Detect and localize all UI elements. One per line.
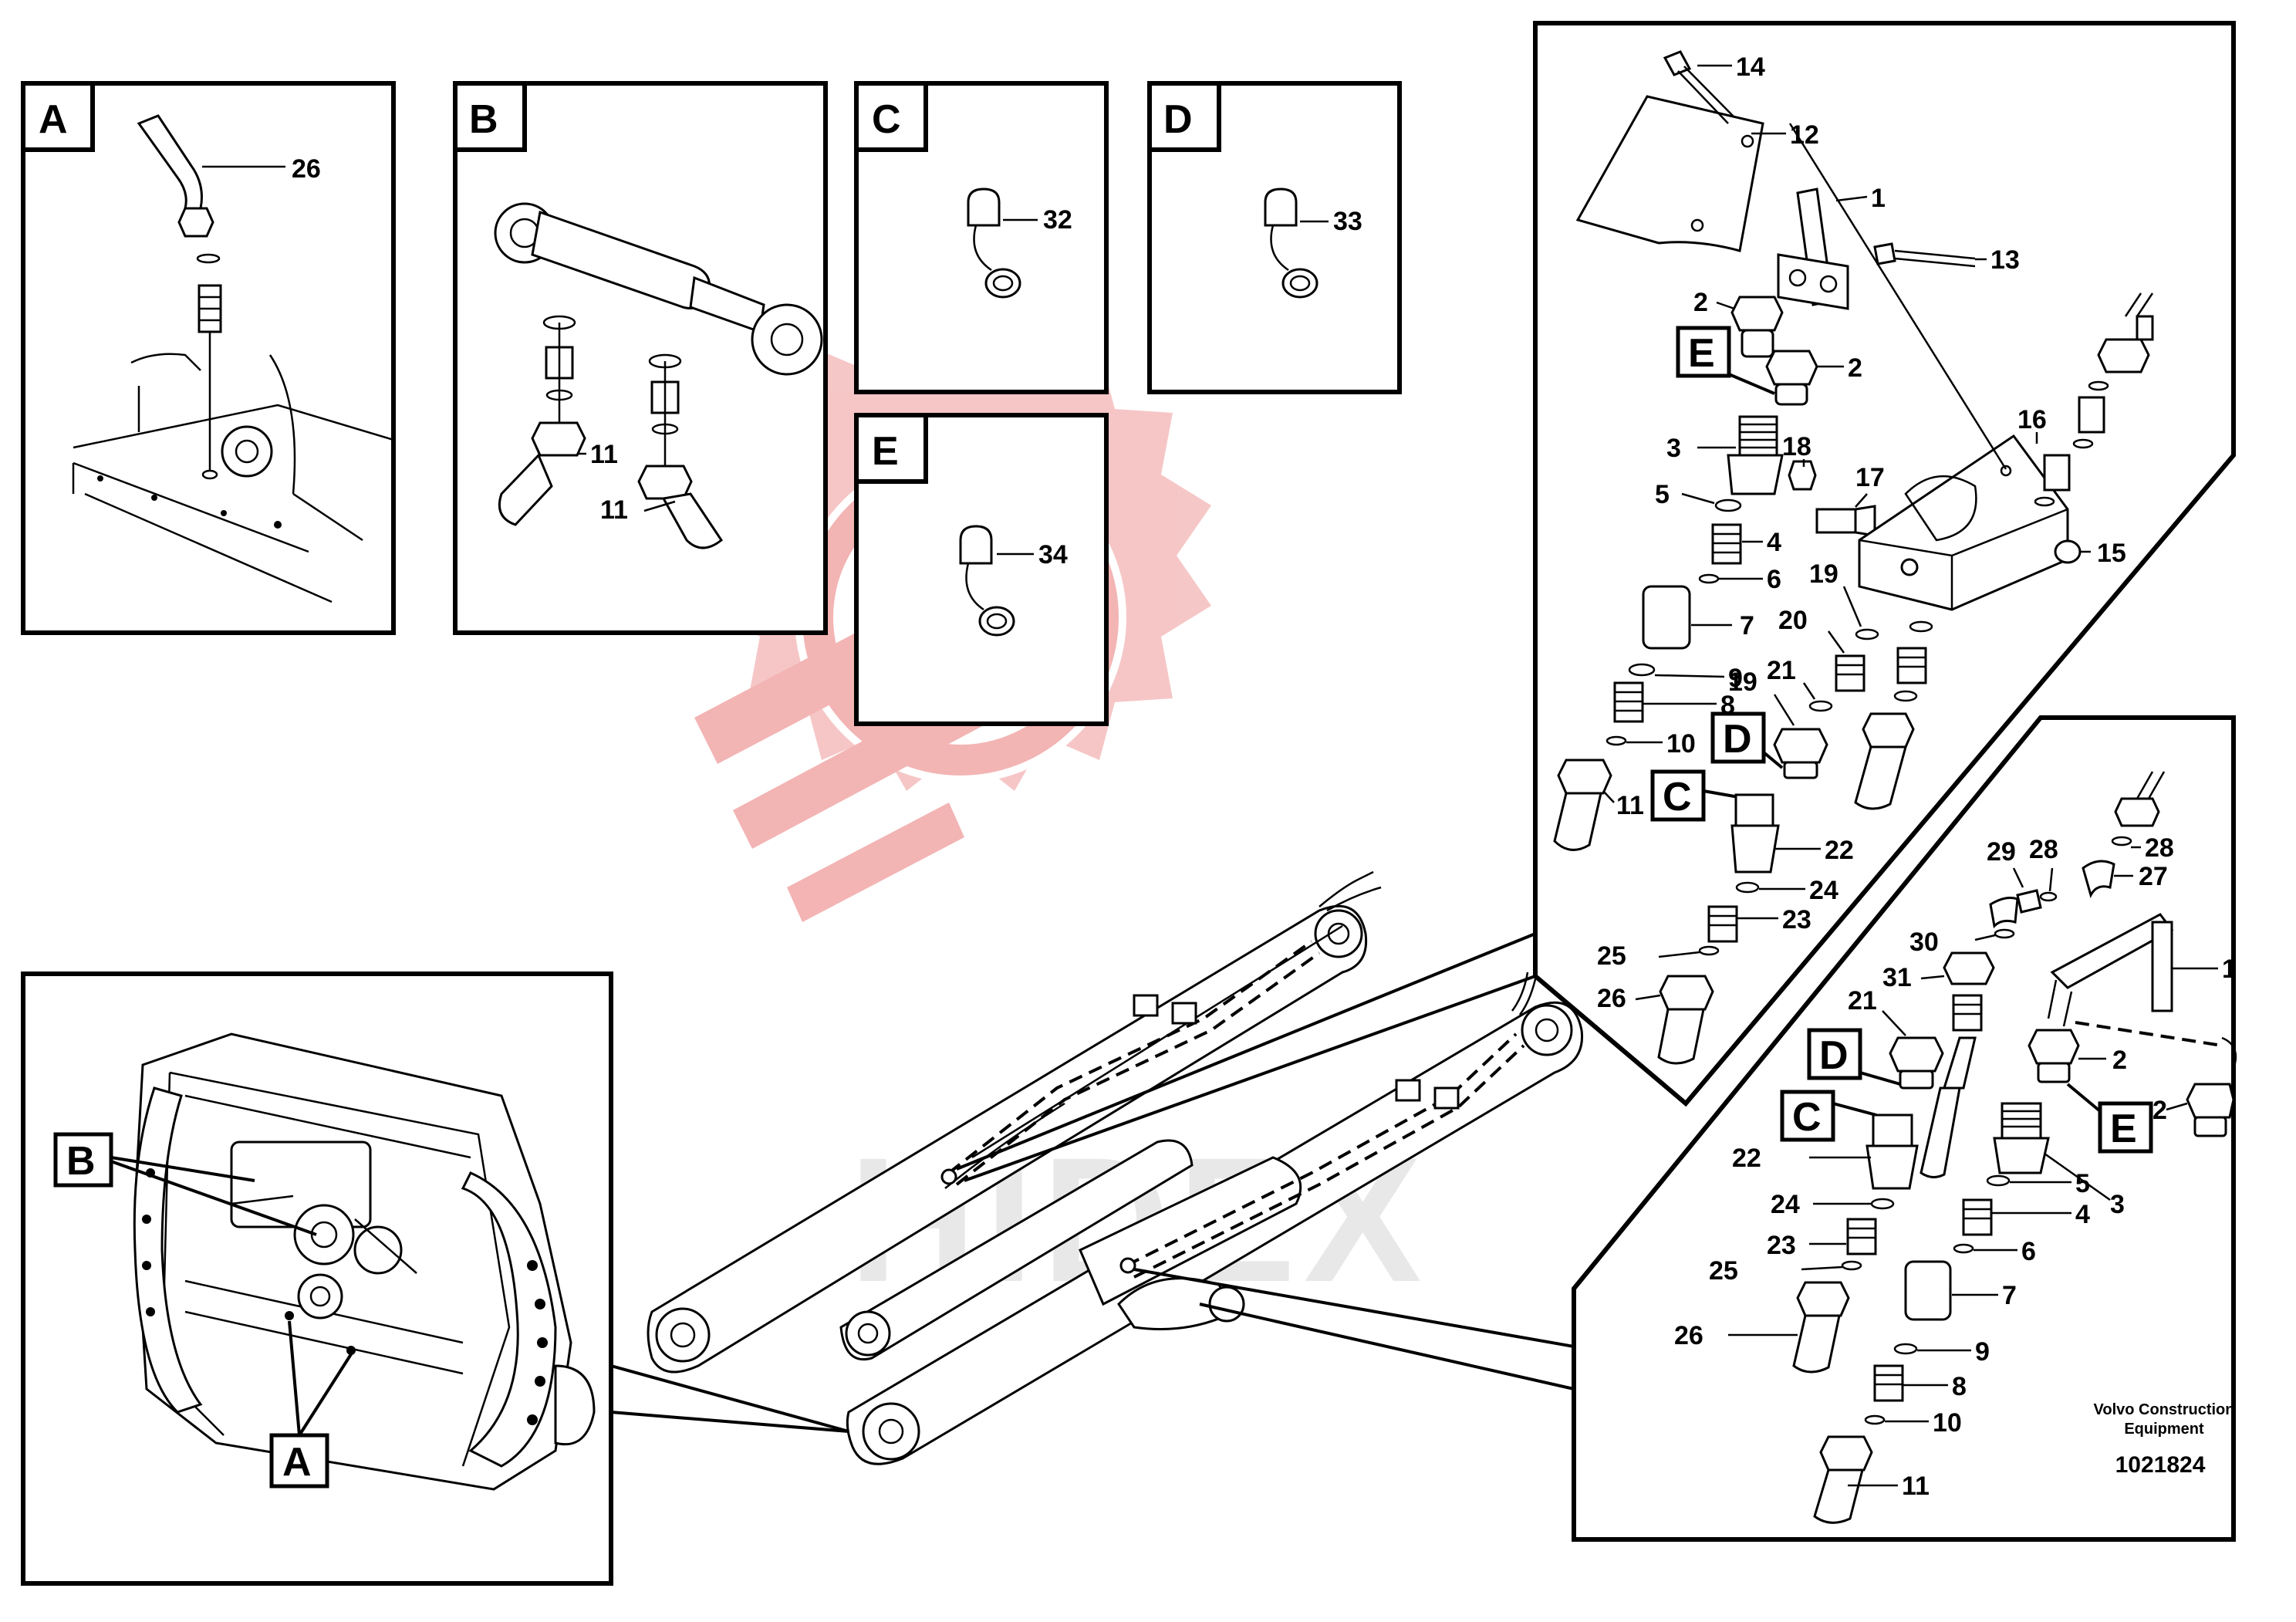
- part-number-30: 30: [1909, 928, 1939, 957]
- part-number-34: 34: [1038, 540, 1068, 569]
- part-number-9: 9: [1728, 664, 1743, 693]
- part-number-1: 1: [2222, 955, 2237, 984]
- box-a-letter: A: [39, 97, 68, 142]
- part-number-20: 20: [1778, 606, 1808, 635]
- caption-line-1: Volvo Construction: [2094, 1401, 2235, 1418]
- part-number-33: 33: [1333, 207, 1362, 236]
- part-number-21: 21: [1848, 986, 1877, 1015]
- lower-callout-e: E: [2110, 1107, 2137, 1151]
- part-number-8: 8: [1952, 1372, 1967, 1401]
- upper-callout-d: D: [1723, 717, 1752, 762]
- part-number-24: 24: [1809, 876, 1838, 905]
- box-b-letter: B: [469, 97, 498, 142]
- part-number-11: 11: [1902, 1472, 1930, 1501]
- part-number-9: 9: [1975, 1337, 1990, 1367]
- box-e-letter: E: [872, 429, 899, 474]
- part-number-15: 15: [2097, 539, 2126, 568]
- overview-box: B A: [21, 972, 613, 1586]
- part-number-23: 23: [1782, 905, 1811, 934]
- part-number-7: 7: [1740, 611, 1754, 640]
- part-number-27: 27: [2139, 862, 2168, 891]
- part-number-26: 26: [1674, 1321, 1703, 1350]
- upper-callout-e: E: [1688, 331, 1715, 376]
- part-number-11: 11: [1616, 791, 1644, 820]
- part-number-32: 32: [1043, 205, 1072, 235]
- part-number-24: 24: [1771, 1190, 1800, 1219]
- part-number-28: 28: [2145, 833, 2174, 863]
- part-number-7: 7: [2002, 1281, 2017, 1310]
- box-c-letter: C: [872, 97, 901, 142]
- overview-callout-b: B: [66, 1139, 96, 1184]
- overview-callout-a: A: [282, 1440, 312, 1485]
- lower-detail-panel: 28 27 29 28 30 31 1 21 D: [1133, 715, 2237, 1542]
- part-number-17: 17: [1855, 463, 1885, 492]
- loader-arm-assembly: [647, 870, 1584, 1465]
- caption-line-2: Equipment: [2124, 1421, 2204, 1438]
- part-number-10: 10: [1666, 729, 1696, 759]
- upper-detail-panel: 14 12 1 13 2 2 E 3: [956, 21, 2236, 1182]
- part-number-3: 3: [1666, 434, 1681, 463]
- part-number-23: 23: [1767, 1231, 1796, 1260]
- part-number-4: 4: [2075, 1200, 2090, 1229]
- part-number-25: 25: [1597, 941, 1626, 971]
- part-number-2: 2: [2152, 1096, 2167, 1125]
- part-number-22: 22: [1732, 1144, 1761, 1173]
- lower-callout-d: D: [1819, 1033, 1849, 1078]
- document-number: 1021824: [2115, 1452, 2206, 1478]
- part-number-5: 5: [2075, 1169, 2090, 1198]
- part-number-2: 2: [2112, 1046, 2127, 1075]
- part-number-29: 29: [1987, 837, 2016, 867]
- part-number-10: 10: [1933, 1408, 1962, 1438]
- box-d-letter: D: [1163, 97, 1193, 142]
- part-number-26: 26: [1597, 984, 1626, 1013]
- part-number-3: 3: [2110, 1190, 2125, 1219]
- part-number-25: 25: [1709, 1256, 1738, 1286]
- part-number-12: 12: [1790, 120, 1819, 150]
- part-number-28: 28: [2029, 835, 2058, 864]
- part-number-19: 19: [1809, 559, 1838, 589]
- leader-overview: [610, 1364, 849, 1433]
- part-number-2: 2: [1848, 353, 1862, 383]
- detail-box-a: A 26: [21, 81, 396, 635]
- detail-box-b: B 11 11: [453, 81, 828, 635]
- part-number-1: 1: [1871, 184, 1886, 213]
- part-number-21: 19: [1728, 667, 1757, 697]
- part-number-13: 13: [1990, 245, 2020, 275]
- part-number-22: 22: [1825, 836, 1854, 865]
- part-number-31: 31: [1882, 963, 1912, 992]
- part-number-4: 4: [1767, 528, 1781, 557]
- lower-callout-c: C: [1792, 1095, 1822, 1140]
- leader-overview: [610, 1411, 849, 1433]
- detail-box-c: C 32: [854, 81, 1109, 394]
- part-number-2: 2: [1693, 288, 1708, 317]
- part-number-18: 18: [1782, 432, 1811, 461]
- part-number-6: 6: [2021, 1237, 2036, 1266]
- part-number-11: 11: [600, 495, 628, 525]
- part-number-16: 16: [2017, 405, 2047, 434]
- detail-box-d: D 33: [1147, 81, 1402, 394]
- upper-callout-c: C: [1663, 775, 1692, 819]
- part-number-11: 11: [590, 440, 618, 469]
- part-number-19: 21: [1767, 656, 1796, 685]
- detail-box-e: E 34: [854, 413, 1109, 726]
- part-number-5: 5: [1655, 480, 1670, 509]
- part-number-6: 6: [1767, 565, 1781, 594]
- part-number-14: 14: [1736, 52, 1765, 82]
- part-number-26: 26: [292, 154, 321, 184]
